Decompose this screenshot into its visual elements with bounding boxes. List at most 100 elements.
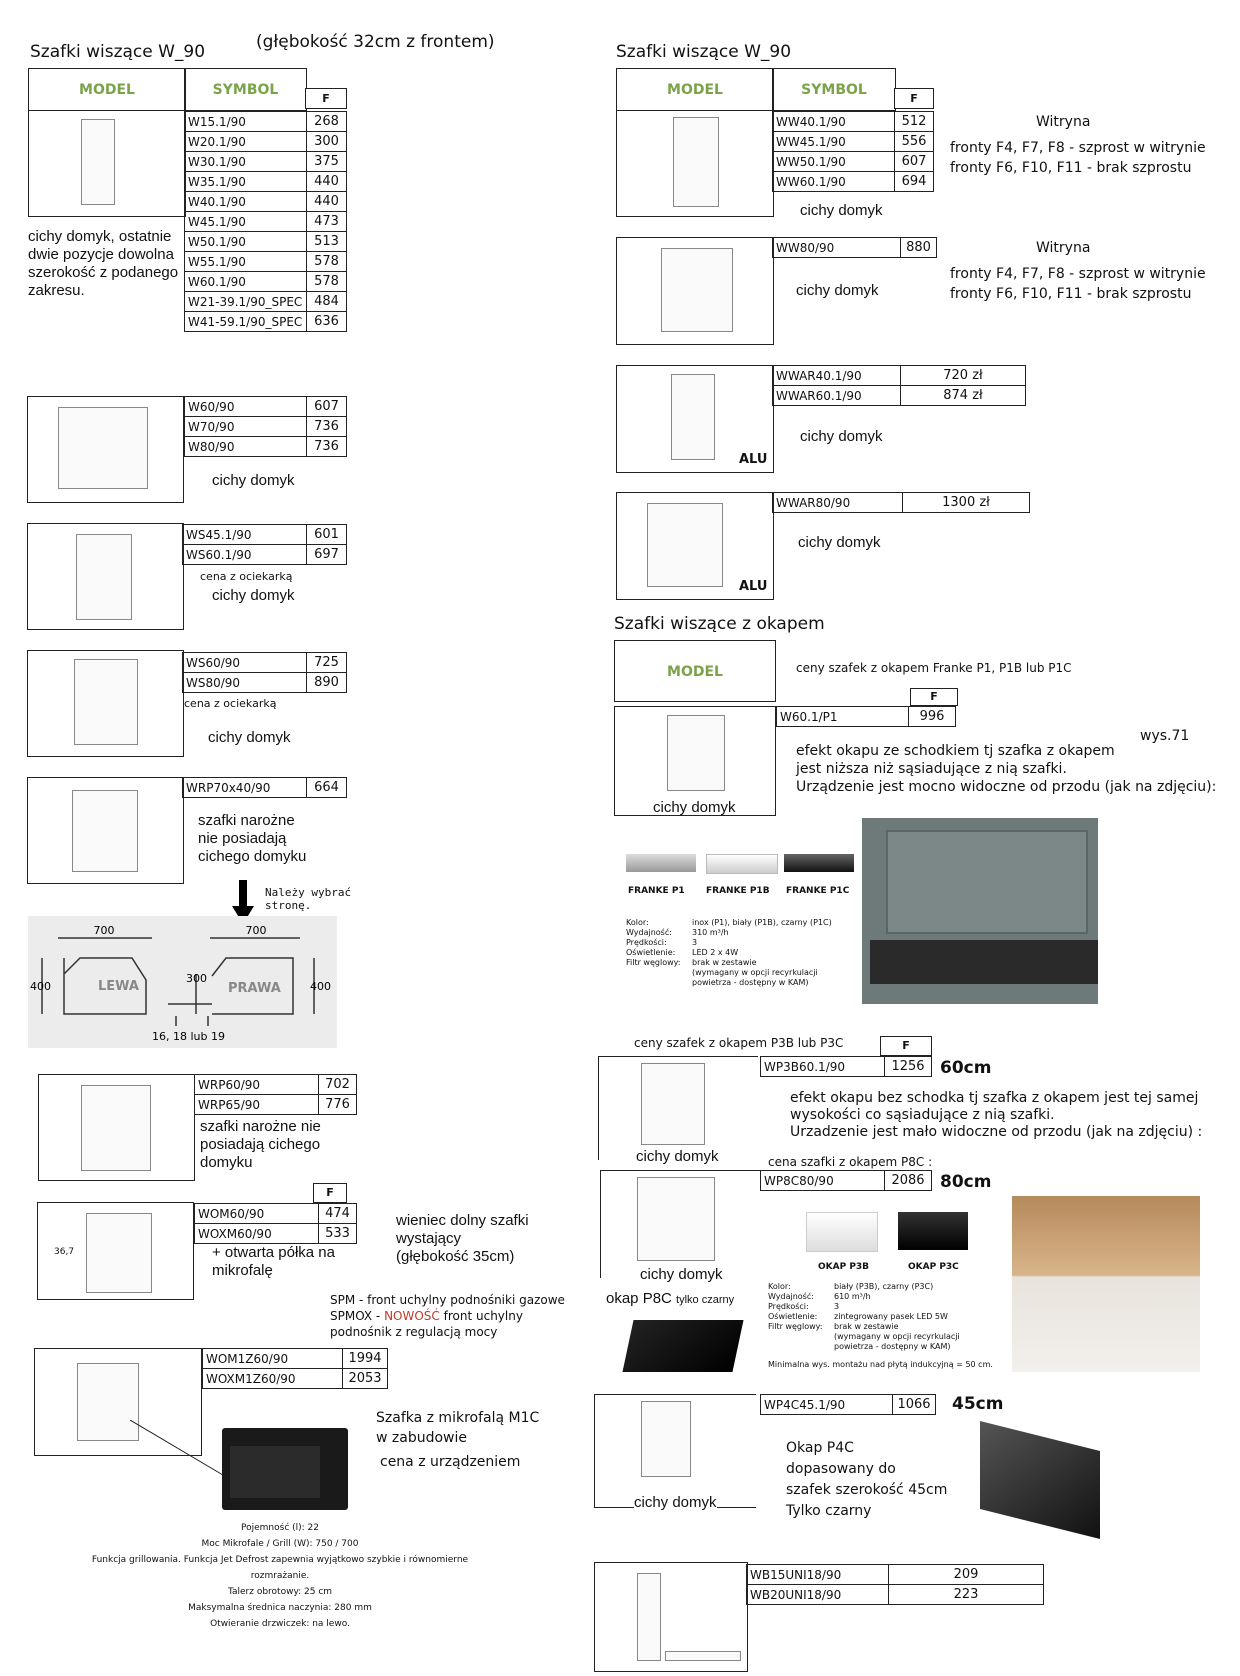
label-okap-p3c: OKAP P3C <box>908 1262 959 1272</box>
f-header-p1: F <box>910 688 958 706</box>
symbol-cell: WWAR60.1/90 <box>772 385 901 406</box>
p1-height: wys.71 <box>1140 728 1190 744</box>
price-cell: 484 <box>306 291 347 312</box>
price-cell: 601 <box>306 524 347 545</box>
hood-photo-p1 <box>862 818 1098 1004</box>
cabinet-drawing <box>76 534 132 620</box>
spec-row: (wymagany w opcji recyrkulacji <box>768 1332 1008 1342</box>
cabinet-front <box>886 830 1088 934</box>
alu-label: ALU <box>739 452 768 467</box>
label-franke-p1c: FRANKE P1C <box>786 886 850 896</box>
ww1-note: cichy domyk <box>800 202 883 219</box>
spec-row: Filtr węglowy:brak w zestawie <box>626 958 856 968</box>
spec-key: Oświetlenie: <box>626 948 676 957</box>
group3-sub: cena z ociekarką <box>200 570 293 583</box>
p4-desc-line: Tylko czarny <box>786 1503 872 1519</box>
spec-key <box>768 1332 834 1342</box>
model-header-right: MODEL <box>616 68 774 111</box>
spec-row: (wymagany w opcji recyrkulacji <box>626 968 856 978</box>
spec-value: (wymagany w opcji recyrkulacji <box>692 968 818 977</box>
price-cell: 578 <box>306 271 347 292</box>
p8-head: cena szafki z okapem P8C : <box>768 1155 933 1169</box>
okap-model-header: MODEL <box>614 640 776 702</box>
cabinet-drawing <box>74 659 138 745</box>
p1-desc3: Urządzenie jest mocno widoczne od przodu… <box>796 779 1217 795</box>
price-cell: 697 <box>306 544 347 565</box>
p4-desc-line: szafek szerokość 45cm <box>786 1482 948 1498</box>
corner-diagram-drawing: 700 700 400 400 300 LEWA PRAWA 16, 18 lu… <box>30 924 331 1043</box>
hood-image-p3b <box>806 1212 878 1252</box>
p1-desc1: efekt okapu ze schodkiem tj szafka z oka… <box>796 743 1115 759</box>
symbol-cell: WOM60/90 <box>194 1203 319 1224</box>
label-okap-p3b: OKAP P3B <box>818 1262 870 1272</box>
spec-key: Oświetlenie: <box>768 1312 818 1321</box>
connector-line <box>130 1420 229 1479</box>
p4-desc-line: Okap P4C <box>786 1440 854 1456</box>
model-image-wwar40: ALU <box>616 365 774 473</box>
cabinet-drawing <box>58 407 148 489</box>
dim-w2: 700 <box>246 924 267 937</box>
spec-value: LED 2 x 4W <box>692 948 739 957</box>
price-cell: 578 <box>306 251 347 272</box>
hood-image-p4c <box>980 1421 1100 1539</box>
spec-key: Wydajność: <box>768 1292 814 1301</box>
p8-okap-name: okap P8C <box>606 1290 672 1307</box>
price-cell: 725 <box>306 652 347 673</box>
spec-row: Wydajność:310 m³/h <box>626 928 856 938</box>
ww2-fronts2: fronty F6, F10, F11 - brak szprostu <box>950 286 1192 302</box>
symbol-cell: W60.1/90 <box>184 271 307 292</box>
spec-key: Filtr węglowy: <box>768 1322 823 1331</box>
hood-image-p3c <box>898 1212 968 1250</box>
price-table-p8: WP8C80/90 2086 <box>760 1170 932 1191</box>
model-image-w60 <box>27 396 184 503</box>
p1-note: cichy domyk <box>653 799 736 816</box>
hood-image-p1b <box>706 854 778 874</box>
spec-value: 3 <box>692 938 698 947</box>
okap-prices-note: ceny szafek z okapem Franke P1, P1B lub … <box>796 661 1072 675</box>
spec-key: Kolor: <box>626 918 649 927</box>
price-cell: 636 <box>306 311 347 332</box>
table-row: WP8C80/90 2086 <box>760 1170 932 1191</box>
hood-image-p8c <box>622 1320 744 1372</box>
price-cell: 440 <box>306 191 347 212</box>
model-image-wwar80: ALU <box>616 492 774 600</box>
dim-h-right: 400 <box>310 980 331 993</box>
symbol-cell: W55.1/90 <box>184 251 307 272</box>
cabinet-drawing <box>72 790 138 872</box>
price-table-p4: WP4C45.1/90 1066 <box>760 1394 936 1415</box>
model-image-ww <box>616 110 774 217</box>
ww1-fronts2: fronty F6, F10, F11 - brak szprostu <box>950 160 1192 176</box>
symbol-cell: WS60/90 <box>182 652 307 673</box>
model-image-p3 <box>598 1056 758 1160</box>
price-cell: 702 <box>318 1074 357 1095</box>
spec-line: Pojemność (l): 22 <box>241 1523 319 1533</box>
price-cell: 736 <box>306 436 347 457</box>
cabinet-drawing <box>641 1063 705 1145</box>
microwave-image <box>222 1428 348 1510</box>
right-section-title: Szafki wiszące W_90 <box>616 42 792 62</box>
price-cell: 473 <box>306 211 347 232</box>
open-cabinet-drawing <box>647 503 723 587</box>
symbol-cell: W50.1/90 <box>184 231 307 252</box>
ww1-fronts1: fronty F4, F7, F8 - szprost w witrynie <box>950 140 1206 156</box>
symbol-cell: WW40.1/90 <box>772 111 895 132</box>
group7-side-note: wieniec dolny szafki wystający (głębokoś… <box>396 1212 529 1265</box>
symbol-cell: WOXM1Z60/90 <box>202 1368 343 1389</box>
symbol-cell: W35.1/90 <box>184 171 307 192</box>
price-cell: 720 zł <box>900 365 1026 386</box>
